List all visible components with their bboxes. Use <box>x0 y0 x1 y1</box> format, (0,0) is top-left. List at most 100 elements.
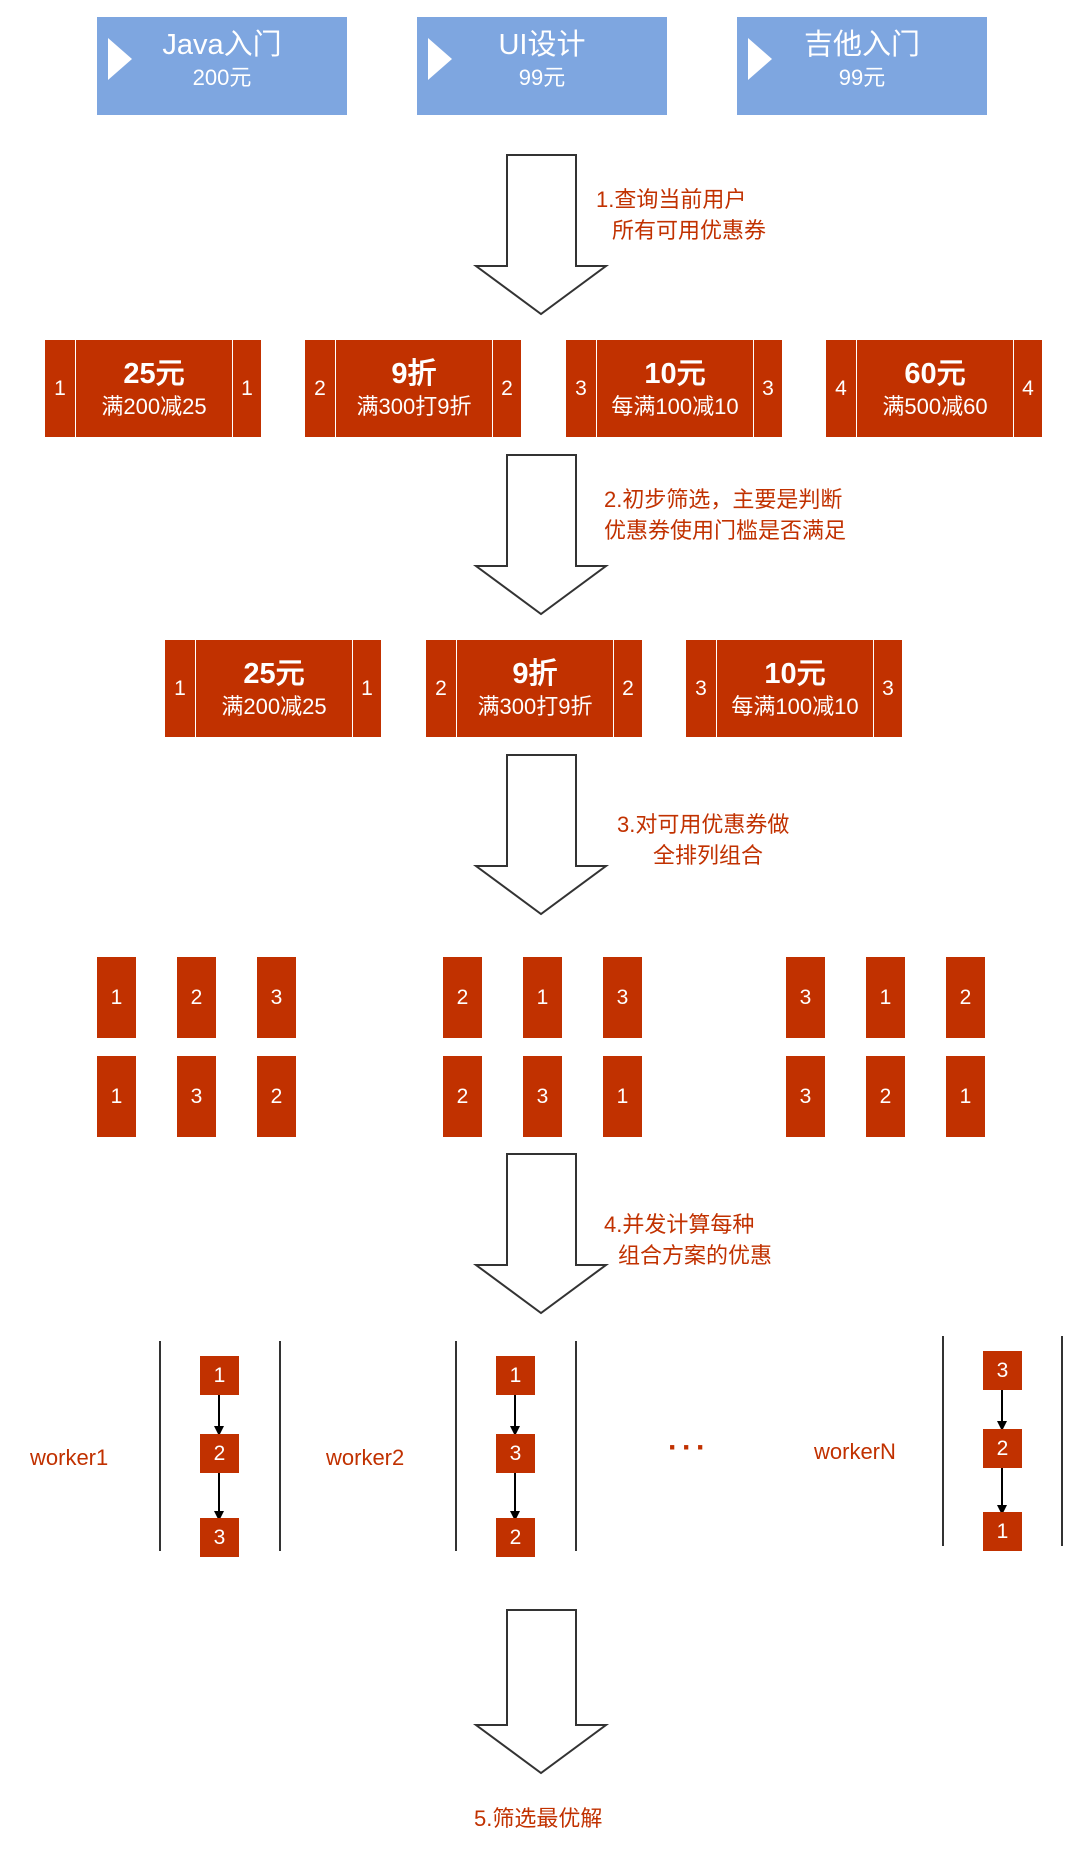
step-3-line-2: 全排列组合 <box>653 843 764 868</box>
perm-3-item-3: 2 <box>946 957 985 1038</box>
perm-3-item-2: 1 <box>866 957 905 1038</box>
filtered-coupon-3: 3 10元 每满100减10 3 <box>685 639 903 738</box>
coupon-id-left: 3 <box>565 339 597 438</box>
coupon-body: 60元 满500减60 <box>856 339 1014 438</box>
coupon-id-right: 3 <box>873 639 903 738</box>
coupon-id-right: 1 <box>352 639 382 738</box>
coupon-id-right: 1 <box>232 339 262 438</box>
perm-2-item-2: 1 <box>523 957 562 1038</box>
step-5-line-1: 5.筛选最优解 <box>474 1806 603 1831</box>
perm-3-item-1: 3 <box>786 957 825 1038</box>
course-price: 99元 <box>838 65 886 90</box>
step-2-label: 2.初步筛选，主要是判断 优惠券使用门槛是否满足 <box>604 484 846 546</box>
coupon-rule: 满200减25 <box>101 394 207 419</box>
coupon-rule: 满200减25 <box>221 694 327 719</box>
play-triangle-icon <box>748 38 772 80</box>
worker-n-node-3: 1 <box>983 1512 1022 1551</box>
flow-arrow-2-icon <box>472 454 610 616</box>
course-price: 99元 <box>518 65 566 90</box>
perm-6-item-2: 2 <box>866 1056 905 1137</box>
coupon-id-left: 2 <box>425 639 457 738</box>
worker-2-label: worker2 <box>326 1445 405 1470</box>
coupon-body: 10元 每满100减10 <box>596 339 754 438</box>
coupon-rule: 满500减60 <box>882 394 988 419</box>
coupon-id-right: 2 <box>492 339 522 438</box>
play-triangle-icon <box>108 38 132 80</box>
coupon-rule: 满300打9折 <box>477 694 593 719</box>
worker-2-node-1: 1 <box>496 1356 535 1395</box>
course-name: Java入门 <box>162 29 282 61</box>
flow-arrow-4-icon <box>472 1153 610 1315</box>
perm-5-item-2: 3 <box>523 1056 562 1137</box>
flow-arrow-5-icon <box>472 1609 610 1775</box>
coupon-id-right: 2 <box>613 639 643 738</box>
coupon-value: 10元 <box>644 358 706 390</box>
coupon-3: 3 10元 每满100减10 3 <box>565 339 783 438</box>
coupon-id-left: 1 <box>44 339 76 438</box>
coupon-value: 60元 <box>904 358 966 390</box>
coupon-1: 1 25元 满200减25 1 <box>44 339 262 438</box>
course-name: UI设计 <box>498 29 586 61</box>
perm-2-item-3: 3 <box>603 957 642 1038</box>
flow-arrow-3-icon <box>472 754 610 916</box>
step-2-line-1: 2.初步筛选，主要是判断 <box>604 487 843 512</box>
coupon-id-left: 3 <box>685 639 717 738</box>
coupon-value: 25元 <box>123 358 185 390</box>
course-card-guitar: 吉他入门 99元 <box>737 17 987 115</box>
perm-2-item-1: 2 <box>443 957 482 1038</box>
perm-5-item-3: 1 <box>603 1056 642 1137</box>
step-2-line-2: 优惠券使用门槛是否满足 <box>604 518 847 543</box>
worker-2-node-3: 2 <box>496 1518 535 1557</box>
step-3-line-1: 3.对可用优惠券做 <box>617 812 790 837</box>
step-1-line-2: 所有可用优惠券 <box>612 218 767 243</box>
worker-1-node-2: 2 <box>200 1434 239 1473</box>
coupon-body: 9折 满300打9折 <box>456 639 614 738</box>
course-card-ui: UI设计 99元 <box>417 17 667 115</box>
worker-1-label: worker1 <box>30 1445 109 1470</box>
coupon-body: 9折 满300打9折 <box>335 339 493 438</box>
coupon-value: 25元 <box>243 658 305 690</box>
flow-arrow-1-icon <box>472 154 610 316</box>
coupon-body: 25元 满200减25 <box>195 639 353 738</box>
coupon-id-left: 1 <box>164 639 196 738</box>
filtered-coupon-1: 1 25元 满200减25 1 <box>164 639 382 738</box>
perm-6-item-3: 1 <box>946 1056 985 1137</box>
worker-1-node-1: 1 <box>200 1356 239 1395</box>
perm-4-item-3: 2 <box>257 1056 296 1137</box>
step-5-label: 5.筛选最优解 <box>474 1803 602 1834</box>
step-4-line-1: 4.并发计算每种 <box>604 1212 755 1237</box>
perm-4-item-2: 3 <box>177 1056 216 1137</box>
filtered-coupon-2: 2 9折 满300打9折 2 <box>425 639 643 738</box>
perm-6-item-1: 3 <box>786 1056 825 1137</box>
course-price: 200元 <box>192 65 252 90</box>
worker-n-label: workerN <box>814 1439 896 1464</box>
worker-1-node-3: 3 <box>200 1518 239 1557</box>
step-4-label: 4.并发计算每种 组合方案的优惠 <box>604 1209 772 1271</box>
coupon-body: 10元 每满100减10 <box>716 639 874 738</box>
step-4-line-2: 组合方案的优惠 <box>618 1243 773 1268</box>
perm-1-item-1: 1 <box>97 957 136 1038</box>
coupon-value: 9折 <box>512 658 558 690</box>
course-name: 吉他入门 <box>803 29 920 61</box>
step-1-line-1: 1.查询当前用户 <box>596 187 747 212</box>
coupon-id-right: 4 <box>1013 339 1043 438</box>
coupon-body: 25元 满200减25 <box>75 339 233 438</box>
worker-n-node-2: 2 <box>983 1429 1022 1468</box>
coupon-id-left: 2 <box>304 339 336 438</box>
perm-1-item-3: 3 <box>257 957 296 1038</box>
worker-2-node-2: 3 <box>496 1434 535 1473</box>
course-card-java: Java入门 200元 <box>97 17 347 115</box>
coupon-value: 10元 <box>764 658 826 690</box>
coupon-value: 9折 <box>391 358 437 390</box>
perm-5-item-1: 2 <box>443 1056 482 1137</box>
coupon-rule: 每满100减10 <box>731 694 859 719</box>
perm-4-item-1: 1 <box>97 1056 136 1137</box>
play-triangle-icon <box>428 38 452 80</box>
coupon-4: 4 60元 满500减60 4 <box>825 339 1043 438</box>
coupon-rule: 满300打9折 <box>356 394 472 419</box>
coupon-2: 2 9折 满300打9折 2 <box>304 339 522 438</box>
worker-n-node-1: 3 <box>983 1351 1022 1390</box>
perm-1-item-2: 2 <box>177 957 216 1038</box>
